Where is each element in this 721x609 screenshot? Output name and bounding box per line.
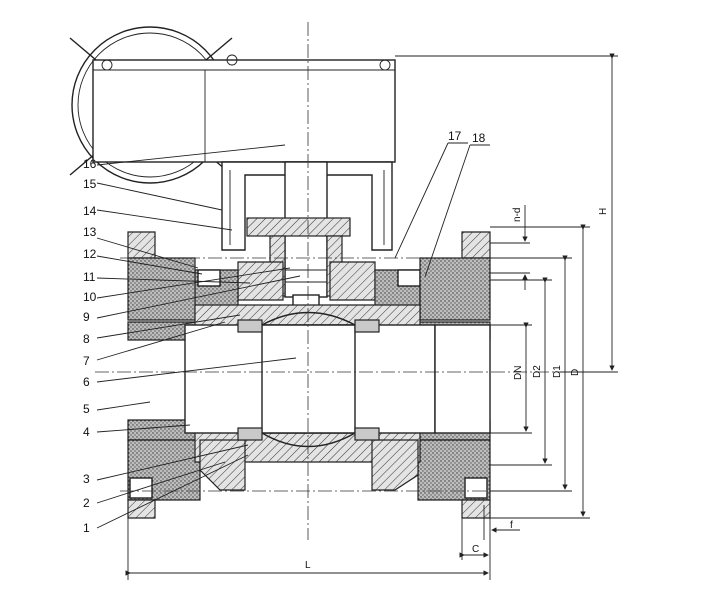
part-callouts: 16 15 14 13 12 11 10 9 8 7 6 5 4 3 2 1 1… — [83, 129, 490, 535]
seats — [237, 319, 380, 441]
part-3: 3 — [83, 472, 90, 486]
part-12: 12 — [83, 247, 97, 261]
dim-f: f — [510, 520, 513, 531]
dim-DN: DN — [513, 366, 524, 380]
part-11: 11 — [83, 270, 96, 284]
part-5: 5 — [83, 402, 90, 416]
dim-L: L — [305, 560, 311, 571]
part-7: 7 — [83, 354, 90, 368]
dim-D2: D2 — [532, 365, 543, 378]
part-6: 6 — [83, 375, 90, 389]
part-1: 1 — [83, 521, 90, 535]
part-18: 18 — [472, 131, 486, 145]
dim-D: D — [570, 369, 581, 376]
dim-D1: D1 — [552, 365, 563, 378]
part-2: 2 — [83, 496, 90, 510]
part-14: 14 — [83, 204, 97, 218]
dimensions: L H D D1 D2 DN n-d C — [125, 53, 618, 580]
stem — [284, 161, 328, 326]
part-10: 10 — [83, 290, 97, 304]
part-13: 13 — [83, 225, 97, 239]
part-16: 16 — [83, 157, 97, 171]
part-9: 9 — [83, 310, 90, 324]
part-4: 4 — [83, 425, 90, 439]
dim-n-d: n-d — [512, 208, 523, 222]
dim-H: H — [598, 208, 609, 215]
bracket — [221, 161, 393, 251]
bonnet — [194, 261, 421, 311]
gearbox — [92, 54, 396, 163]
dim-C: C — [472, 544, 479, 555]
part-8: 8 — [83, 332, 90, 346]
centerlines — [95, 22, 560, 540]
part-17: 17 — [448, 129, 462, 143]
part-15: 15 — [83, 177, 97, 191]
ball — [261, 311, 356, 448]
